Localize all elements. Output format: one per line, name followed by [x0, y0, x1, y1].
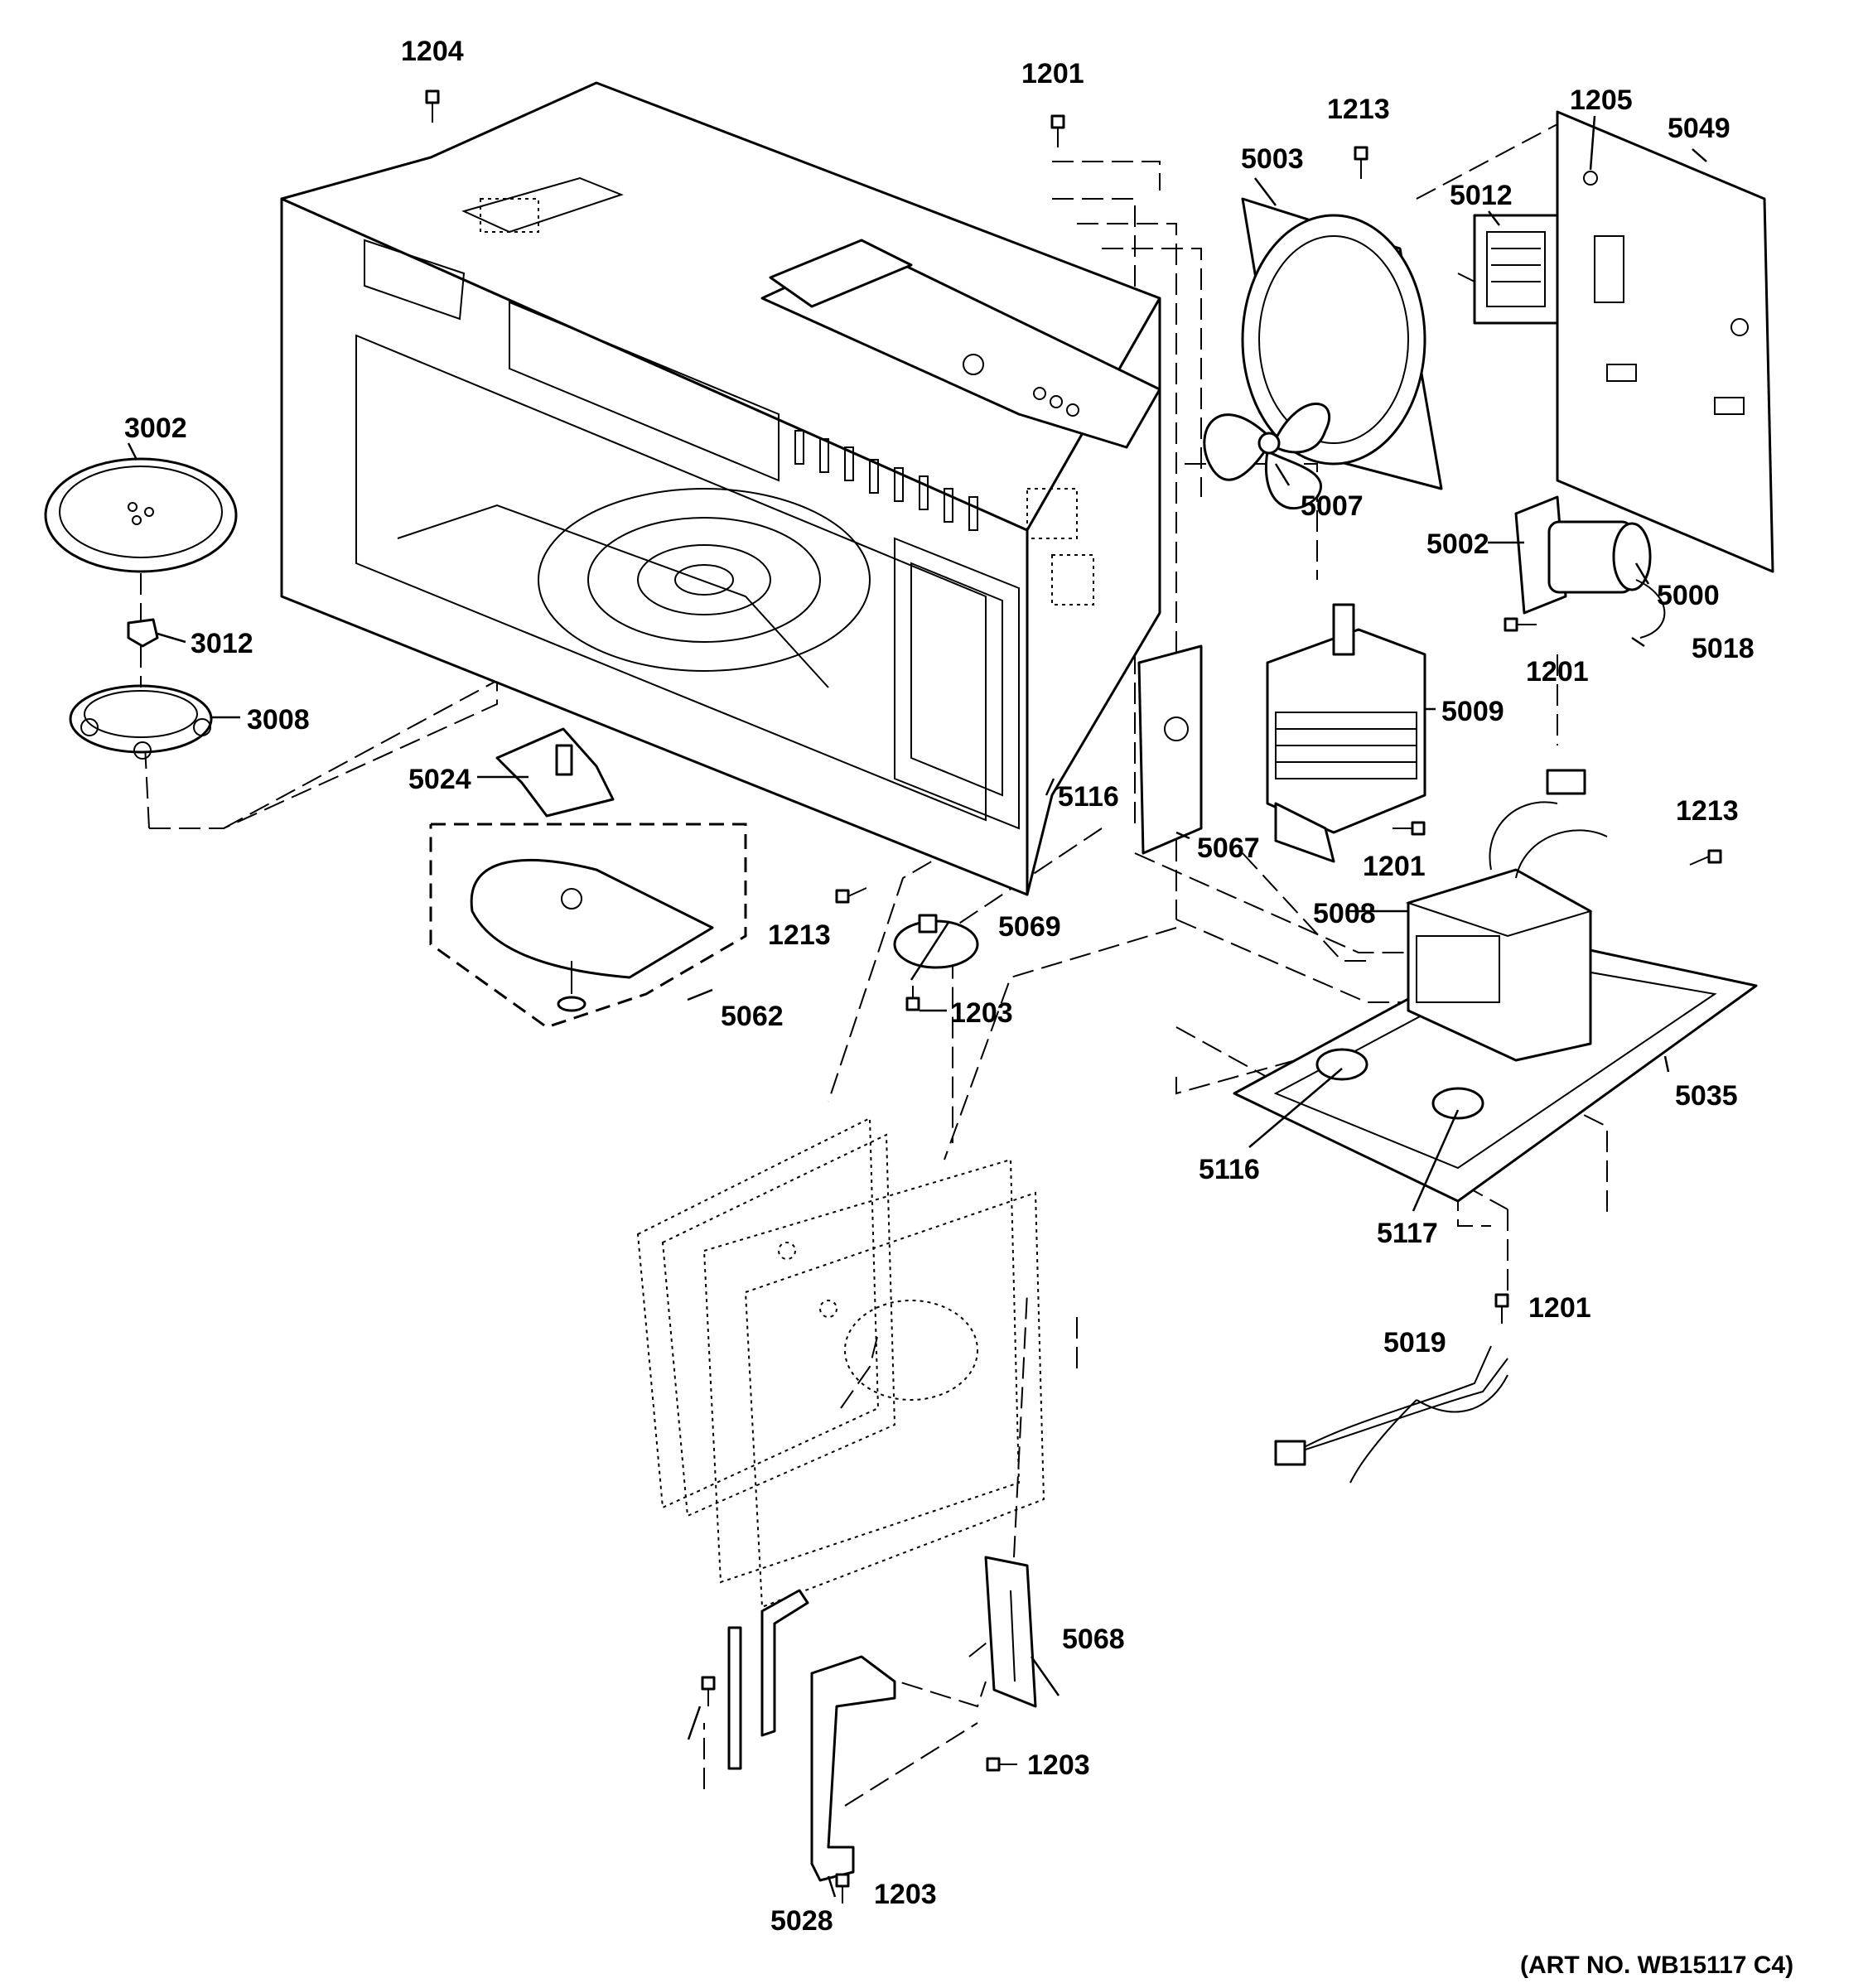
- callout-1201: 1201: [1363, 851, 1426, 882]
- callout-5117: 5117: [1377, 1218, 1438, 1249]
- callout-5116: 5116: [1058, 781, 1119, 813]
- callout-5049: 5049: [1668, 113, 1730, 144]
- leader-lines: [127, 115, 1707, 1898]
- callout-1213: 1213: [1327, 94, 1390, 125]
- roller-ring: [69, 684, 213, 760]
- callout-5067: 5067: [1197, 832, 1260, 864]
- door-assembly: [636, 1117, 1045, 1609]
- turntable-coupler: [127, 618, 159, 648]
- callout-5068: 5068: [1062, 1624, 1125, 1655]
- callout-5116: 5116: [1199, 1154, 1260, 1185]
- callout-1213: 1213: [1676, 795, 1739, 827]
- callout-1203: 1203: [950, 997, 1013, 1029]
- callout-5002: 5002: [1426, 528, 1489, 560]
- wire-harness: [1274, 1345, 1508, 1484]
- callout-5009: 5009: [1441, 696, 1504, 727]
- high-voltage-transformer: [1405, 769, 1608, 1062]
- callout-5012: 5012: [1450, 180, 1513, 211]
- callout-5007: 5007: [1301, 490, 1364, 522]
- glass-turntable-tray: [44, 457, 238, 573]
- callout-5035: 5035: [1675, 1080, 1738, 1112]
- callout-1201: 1201: [1528, 1292, 1591, 1324]
- vent-grid: [480, 198, 1094, 606]
- callout-3012: 3012: [191, 628, 253, 659]
- screws: [425, 89, 1722, 1904]
- stirrer-blade: [495, 727, 615, 818]
- high-voltage-capacitor: [1547, 520, 1666, 639]
- back-panel: [1556, 110, 1774, 573]
- magnetron: [1266, 603, 1426, 863]
- callout-5028: 5028: [770, 1905, 833, 1937]
- switch-bracket: [984, 1556, 1037, 1708]
- callout-5003: 5003: [1241, 143, 1304, 175]
- turntable-motor: [893, 914, 979, 969]
- callout-1213: 1213: [768, 919, 831, 951]
- art-number: (ART NO. WB15117 C4): [1520, 1952, 1793, 1979]
- callout-5008: 5008: [1313, 898, 1376, 929]
- door-seal-strips: [727, 1589, 809, 1770]
- fan-blade: [1203, 403, 1331, 510]
- callout-5069: 5069: [998, 911, 1061, 943]
- callout-1204: 1204: [401, 36, 464, 67]
- callout-5062: 5062: [721, 1001, 784, 1032]
- door-latch-bracket: [810, 1655, 896, 1882]
- callout-labels: 1204 1201 1213 1205 5049 5003 5012 3002 …: [124, 36, 1755, 1937]
- fan-motor: [1473, 214, 1559, 325]
- callout-1205: 1205: [1570, 84, 1633, 116]
- callout-1201: 1201: [1526, 656, 1589, 688]
- oven-cavity-assembly: [280, 81, 1161, 896]
- magnetron-bracket: [1137, 644, 1203, 855]
- callout-1203: 1203: [1027, 1749, 1090, 1781]
- callout-1201: 1201: [1021, 58, 1084, 89]
- callout-5000: 5000: [1657, 580, 1720, 611]
- callout-5018: 5018: [1692, 633, 1755, 664]
- callout-3002: 3002: [124, 413, 187, 444]
- callout-5024: 5024: [408, 764, 471, 795]
- callout-5019: 5019: [1383, 1327, 1446, 1358]
- callout-1203: 1203: [874, 1879, 937, 1910]
- callout-3008: 3008: [247, 704, 310, 736]
- stirrer-cover-outline: [429, 823, 747, 1029]
